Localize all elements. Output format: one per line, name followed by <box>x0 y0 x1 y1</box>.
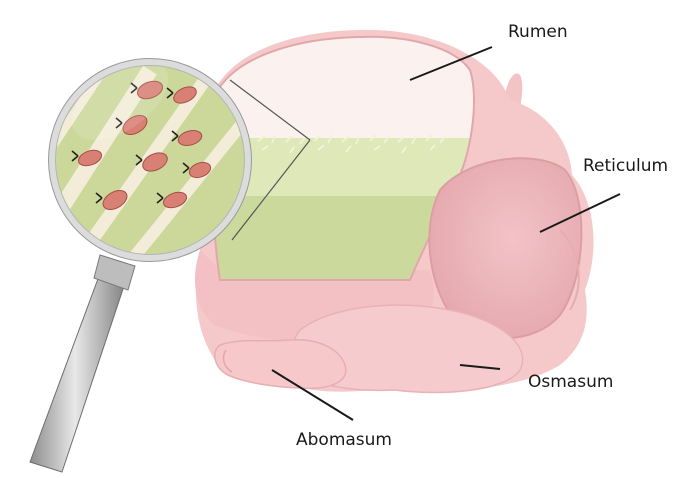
abomasum-label: Abomasum <box>296 432 392 449</box>
osmasum-label: Osmasum <box>528 374 613 391</box>
reticulum-label: Reticulum <box>583 158 668 175</box>
abomasum-lobe <box>215 340 346 389</box>
rumen-label: Rumen <box>508 24 568 41</box>
